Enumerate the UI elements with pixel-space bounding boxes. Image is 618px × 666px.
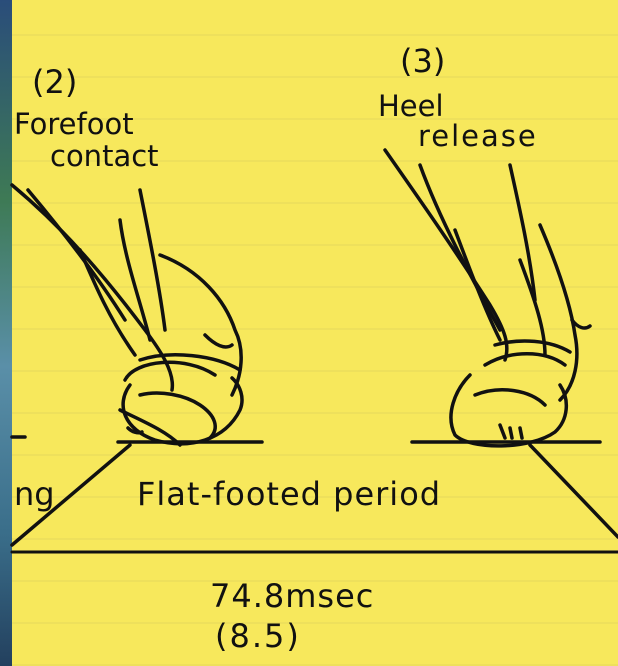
left-cut-label: ng (14, 478, 55, 510)
period-label: Flat-footed period (137, 478, 441, 510)
stage3-number: (3) (400, 45, 445, 77)
duration-sub-value: (8.5) (215, 620, 301, 652)
stage2-label-line2: contact (50, 142, 159, 171)
foot-forefoot-contact (12, 185, 242, 445)
duration-value: 74.8msec (210, 580, 374, 612)
stage3-label-line1: Heel (378, 92, 444, 121)
stage3-label-line2: release (418, 122, 538, 151)
stage2-number: (2) (32, 66, 77, 98)
stage2-label-line1: Forefoot (14, 110, 134, 139)
foot-heel-release (385, 150, 590, 446)
